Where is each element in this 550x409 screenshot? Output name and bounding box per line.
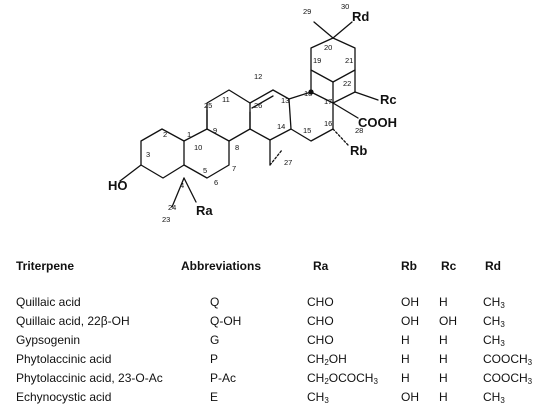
table-cell-ra: CHO — [307, 333, 334, 347]
locants: 1 2 3 4 5 6 7 8 9 10 11 12 13 14 15 16 1… — [146, 2, 363, 224]
locant: 15 — [303, 126, 311, 135]
bond-c20-rd — [332, 21, 353, 39]
table-cell-rd: CH3 — [483, 333, 505, 348]
locant: 5 — [203, 166, 207, 175]
ring-c — [206, 89, 251, 142]
table-cell-rb: OH — [401, 390, 419, 404]
cooh-label: COOH — [358, 115, 397, 130]
bond-c3-oh — [119, 164, 142, 182]
header-rb: Rb — [401, 259, 417, 273]
table-cell-abbr: E — [210, 390, 219, 404]
table-cell-rd: CH3 — [483, 390, 505, 405]
locant: 21 — [345, 56, 353, 65]
methyl-24 — [171, 177, 185, 208]
locant: 28 — [355, 126, 363, 135]
locant: 20 — [324, 43, 332, 52]
locant: 23 — [162, 215, 170, 224]
table-cell-rc: OH — [439, 314, 457, 328]
table-cell-rc: H — [439, 390, 448, 404]
table-cell-name: Quillaic acid, 22β-OH — [16, 314, 130, 328]
table-cell-abbr: P — [210, 352, 219, 366]
table-cell-ra: CH2OH — [307, 352, 347, 367]
locant: 6 — [214, 178, 218, 187]
locant: 7 — [232, 164, 236, 173]
bond-c17-c22 — [332, 91, 356, 104]
locant: 26 — [254, 101, 262, 110]
rc-label: Rc — [380, 92, 397, 107]
locant: 9 — [213, 126, 217, 135]
header-abbreviations: Abbreviations — [181, 259, 262, 273]
locant: 22 — [343, 79, 351, 88]
rb-label: Rb — [350, 143, 367, 158]
table-cell-abbr: Q-OH — [210, 314, 242, 328]
table-cell-rd: CH3 — [483, 314, 505, 329]
table-cell-ra: CHO — [307, 295, 334, 309]
locant: 8 — [235, 143, 239, 152]
ho-label: HO — [108, 178, 128, 193]
double-bond-c12-c13 — [251, 95, 274, 109]
ring-b — [183, 128, 230, 179]
table-cell-rd: COOCH3 — [483, 371, 533, 386]
locant: 16 — [324, 119, 332, 128]
header-triterpene: Triterpene — [16, 259, 75, 273]
methyl-29 — [313, 21, 334, 39]
table-cell-rb: OH — [401, 314, 419, 328]
table-cell-name: Phytolaccinic acid, 23-O-Ac — [16, 371, 163, 385]
table-cell-name: Echynocystic acid — [16, 390, 112, 404]
table-cell-rb: OH — [401, 295, 419, 309]
table-cell-rb: H — [401, 333, 410, 347]
table-cell-rc: H — [439, 352, 448, 366]
table-cell-rb: H — [401, 352, 410, 366]
locant: 2 — [163, 130, 167, 139]
bond-c17-cooh — [332, 102, 359, 119]
locant: 27 — [284, 158, 292, 167]
bond-c22-rc — [354, 91, 379, 101]
table-cell-rc: H — [439, 333, 448, 347]
table-cell-name: Phytolaccinic acid — [16, 352, 112, 366]
locant: 1 — [187, 130, 191, 139]
h18-dot — [308, 89, 314, 95]
methyl-27 — [269, 149, 283, 166]
ring-e — [288, 69, 334, 142]
locant: 14 — [277, 122, 285, 131]
locant: 12 — [254, 72, 262, 81]
table-cell-abbr: P-Ac — [210, 371, 237, 385]
table-cell-abbr: Q — [210, 295, 220, 309]
locant: 3 — [146, 150, 150, 159]
table-cell-rd: CH3 — [483, 295, 505, 310]
locant: 11 — [222, 95, 230, 104]
header-ra: Ra — [313, 259, 329, 273]
locant: 24 — [168, 203, 176, 212]
table-cell-rb: H — [401, 371, 410, 385]
ra-label: Ra — [196, 203, 213, 218]
table-cell-rc: H — [439, 371, 448, 385]
table-cell-name: Gypsogenin — [16, 333, 81, 347]
table-cell-rd: COOCH3 — [483, 352, 533, 367]
locant: 19 — [313, 56, 321, 65]
locant: 10 — [194, 143, 202, 152]
table-cell-name: Quillaic acid — [16, 295, 81, 309]
bond-c12-c13 — [249, 89, 274, 104]
locant: 25 — [204, 101, 212, 110]
locant: 30 — [341, 2, 349, 11]
bond-c16-rb — [332, 128, 349, 146]
header-rc: Rc — [441, 259, 457, 273]
triterpene-structure: HO Ra Rb Rc Rd COOH 1 2 3 4 5 6 7 8 9 10… — [108, 2, 397, 224]
table-cell-abbr: G — [210, 333, 220, 347]
locant: 13 — [281, 96, 289, 105]
bond-c4-ra — [183, 177, 197, 203]
table-cell-ra: CH2OCOCH3 — [307, 371, 378, 386]
header-rd: Rd — [485, 259, 501, 273]
table-cell-ra: CHO — [307, 314, 334, 328]
locant: 4 — [180, 181, 184, 190]
table-cell-rc: H — [439, 295, 448, 309]
locant: 18 — [304, 89, 312, 98]
table-cell-ra: CH3 — [307, 390, 329, 405]
locant: 17 — [324, 97, 332, 106]
locant: 29 — [303, 7, 311, 16]
rd-label: Rd — [352, 9, 369, 24]
